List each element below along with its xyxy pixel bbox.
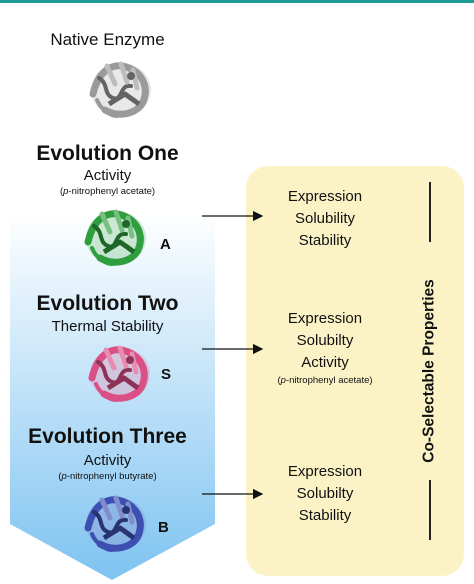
native-enzyme-protein-icon — [89, 61, 151, 118]
top-rule — [0, 0, 474, 3]
property-2-activity: Activity — [301, 354, 349, 371]
stage-2-letter: S — [161, 366, 172, 383]
stage-1-title: Evolution One — [36, 142, 179, 165]
property-2-note: (p-nitrophenyl acetate) — [277, 375, 373, 386]
native-enzyme-label: Native Enzyme — [50, 30, 165, 49]
stage-3-note-prefix: p — [61, 471, 67, 482]
properties-group-3: Expression Solubilty Stability — [246, 461, 404, 527]
stage-2-property: Thermal Stability — [51, 318, 164, 335]
property-3-expression: Expression — [287, 463, 363, 480]
stage-1-note: (p-nitrophenyl acetate) — [59, 186, 156, 197]
stage-3-title: Evolution Three — [28, 425, 187, 448]
stage-3-note-rest: -nitrophenyl butyrate) — [66, 471, 157, 482]
side-label-line-top — [429, 182, 431, 242]
stage-3-property: Activity — [83, 452, 132, 469]
stage-1-protein-icon — [84, 209, 146, 266]
property-3-stability: Stability — [298, 507, 352, 524]
property-1-stability: Stability — [298, 232, 352, 249]
stage-3-letter: B — [158, 519, 169, 536]
stage-2-protein-icon — [88, 345, 150, 402]
property-2-solubility: Solubilty — [296, 332, 354, 349]
stage-3-protein-icon — [84, 495, 146, 552]
side-label-line-bottom — [429, 480, 431, 540]
property-3-solubility: Solubilty — [296, 485, 354, 502]
co-selectable-box — [246, 166, 464, 576]
property-2-note-prefix: p — [280, 375, 286, 386]
property-2-expression: Expression — [287, 310, 363, 327]
stage-1-note-prefix: p — [63, 186, 69, 197]
stage-1-property: Activity — [83, 167, 132, 184]
properties-group-2: Expression Solubilty Activity (p-nitroph… — [246, 308, 404, 388]
property-1-expression: Expression — [287, 188, 363, 205]
property-2-note-rest: -nitrophenyl acetate) — [285, 375, 373, 386]
stage-2-title: Evolution Two — [36, 292, 179, 315]
stage-3-note: (p-nitrophenyl butyrate) — [58, 471, 157, 482]
property-1-solubility: Solubility — [294, 210, 356, 227]
properties-group-1: Expression Solubility Stability — [246, 186, 404, 252]
stage-1-note-rest: -nitrophenyl acetate) — [68, 186, 156, 197]
stage-1-letter: A — [160, 236, 171, 253]
